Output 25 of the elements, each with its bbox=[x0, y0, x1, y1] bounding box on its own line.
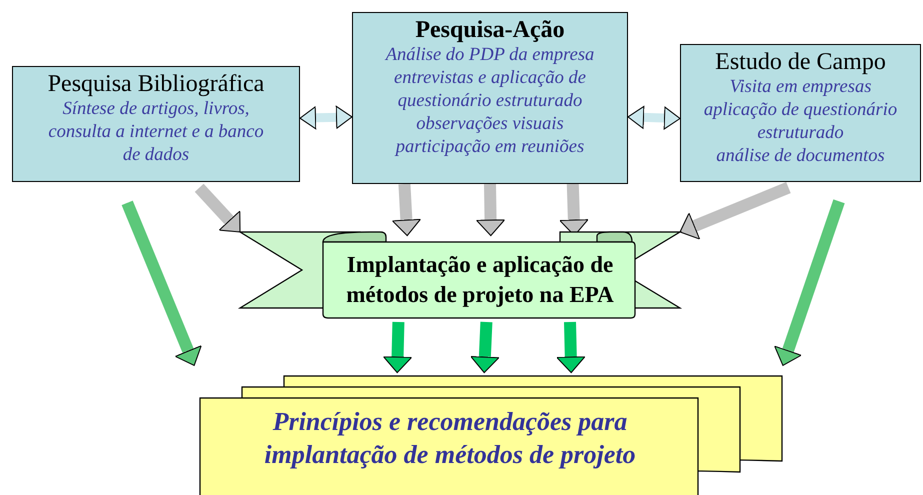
block-arrow bbox=[680, 182, 791, 240]
block-arrow bbox=[556, 322, 586, 374]
block-arrow bbox=[774, 199, 845, 366]
box-text: análise de documentos bbox=[716, 145, 885, 168]
box-text: observações visuais bbox=[416, 113, 564, 136]
box-heading: Pesquisa-Ação bbox=[415, 17, 565, 44]
box-text: Síntese de artigos, livros, consulta a internet e a banco de dados bbox=[47, 98, 265, 167]
method-box bbox=[12, 66, 300, 182]
document-text: Princípios e recomendações para implantação de métodos de projeto bbox=[263, 406, 637, 471]
block-arrow bbox=[470, 322, 500, 374]
block-arrow bbox=[300, 106, 352, 130]
block-arrow bbox=[392, 184, 421, 236]
box-heading: Estudo de Campo bbox=[715, 49, 886, 76]
block-arrow bbox=[122, 200, 202, 366]
banner-text: Implantação e aplicação de métodos de projeto na EPA bbox=[345, 251, 615, 309]
box-text: participação em reuniões bbox=[396, 136, 584, 159]
box-text: Análise do PDP da empresa bbox=[386, 44, 594, 67]
block-arrow bbox=[476, 184, 506, 236]
box-text: Visita em empresas bbox=[730, 76, 872, 99]
box-heading: Pesquisa Bibliográfica bbox=[48, 71, 264, 98]
block-arrow bbox=[383, 322, 412, 374]
method-box bbox=[352, 12, 628, 184]
block-arrow bbox=[194, 184, 240, 232]
block-arrow bbox=[628, 106, 680, 130]
method-box bbox=[680, 44, 921, 182]
